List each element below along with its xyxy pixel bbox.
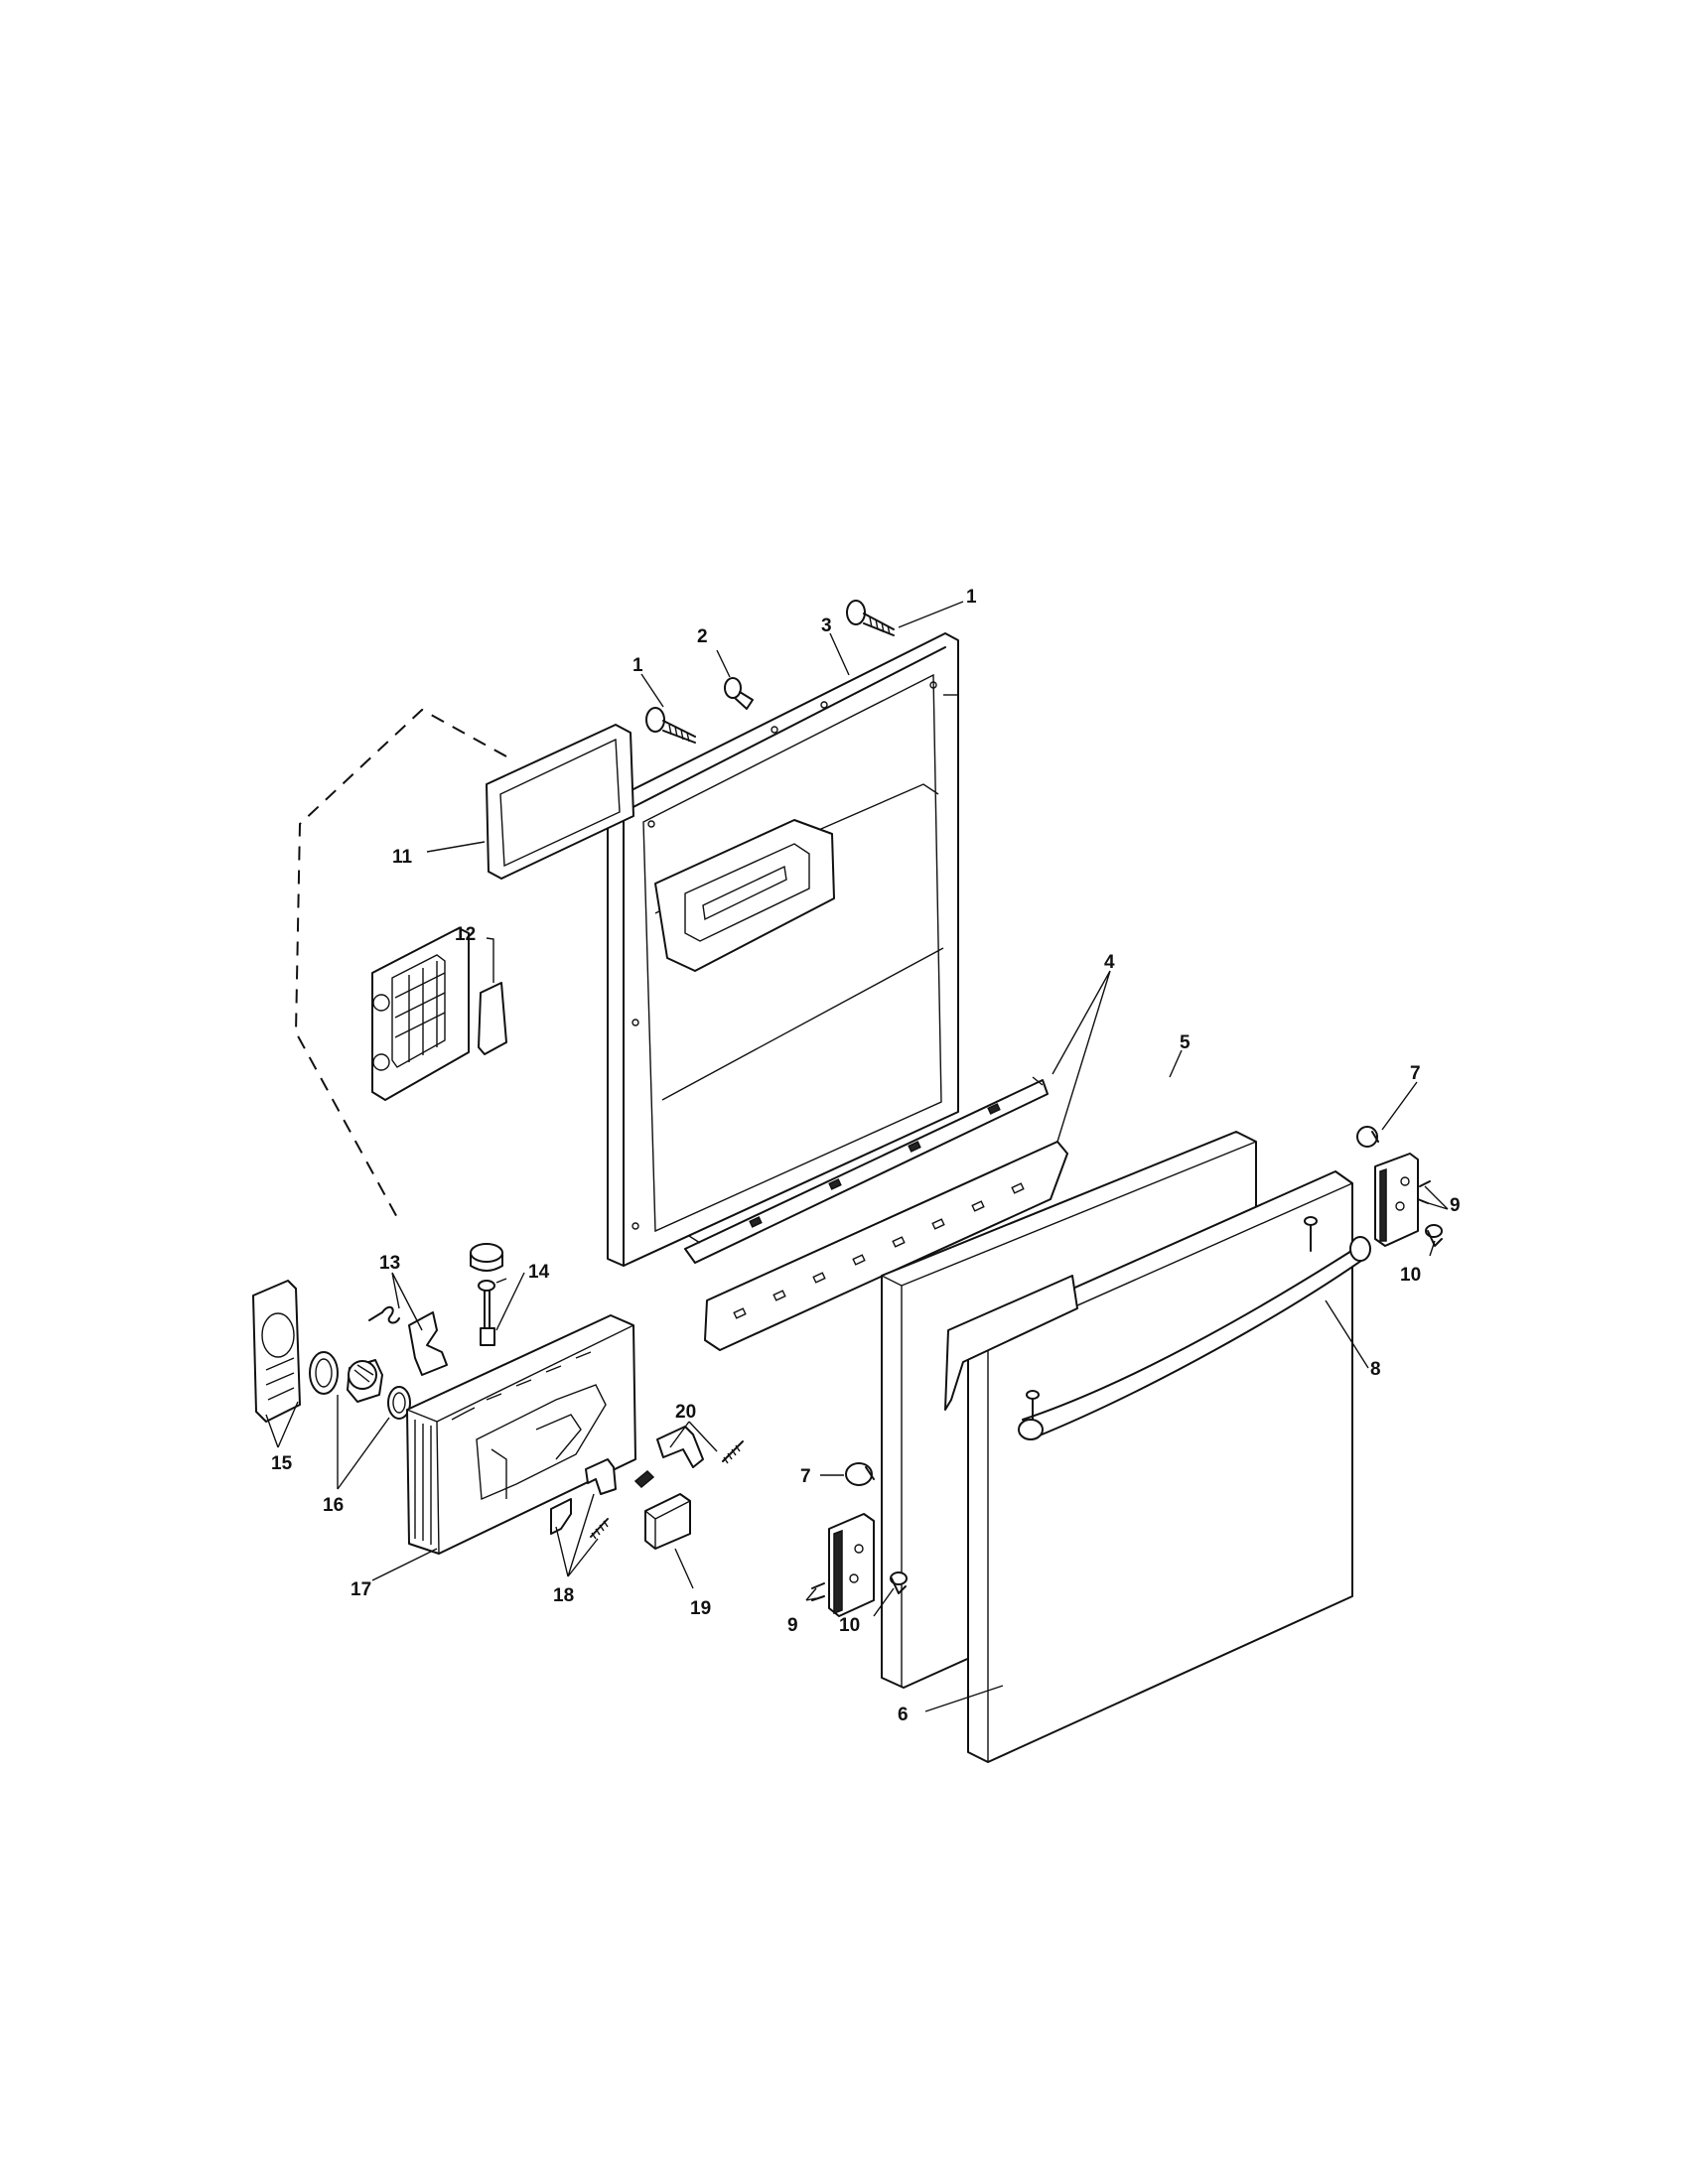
callout-1-left: 1: [632, 655, 643, 676]
compression-spring-b: [633, 1469, 655, 1489]
solenoid: [644, 1493, 691, 1550]
assembly-dashed-line: [294, 708, 507, 1222]
float-plunger: [470, 1243, 503, 1346]
callout-20: 20: [675, 1402, 696, 1423]
dispenser-assembly: [406, 1314, 636, 1555]
callout-7-left: 7: [800, 1466, 811, 1487]
dispenser-seal: [486, 724, 634, 880]
bumper-left: [845, 1462, 875, 1486]
callout-9-left: 9: [787, 1615, 798, 1636]
latch-spring-20: [722, 1440, 744, 1464]
latch-lever: [408, 1311, 448, 1376]
callout-15: 15: [271, 1453, 293, 1474]
callout-11: 11: [392, 847, 413, 868]
rinse-aid-cover: [371, 927, 470, 1101]
screw-top-left: [645, 707, 696, 744]
latch-hook: [656, 1426, 704, 1468]
callout-1-top-right: 1: [966, 587, 977, 608]
o-ring: [387, 1386, 411, 1420]
screw-top-right: [846, 600, 895, 636]
door-handle: [1018, 1216, 1371, 1440]
callout-4: 4: [1104, 952, 1115, 973]
callout-3: 3: [821, 615, 832, 636]
hinge-bracket-right: [1374, 1153, 1431, 1247]
bumper-top-right: [1356, 1126, 1379, 1148]
hinge-bracket-left: [811, 1513, 875, 1617]
callout-18: 18: [553, 1585, 574, 1606]
callout-8: 8: [1370, 1359, 1381, 1380]
callout-7-top: 7: [1410, 1063, 1421, 1084]
inner-door-liner: [607, 632, 959, 1267]
dispenser-cap: [347, 1359, 383, 1403]
callout-10-left: 10: [839, 1615, 860, 1636]
latch-spring: [368, 1305, 400, 1324]
rinse-aid-lid: [478, 982, 507, 1055]
callout-13: 13: [379, 1253, 400, 1274]
callout-labels: 1 3 2 1 11 12 4 5 7 9 10 13 14 8 20 15 7…: [271, 587, 1461, 1725]
actuator-lever-b: [585, 1458, 617, 1495]
callout-14: 14: [528, 1262, 550, 1283]
callout-19: 19: [690, 1598, 711, 1619]
callout-5: 5: [1180, 1032, 1191, 1053]
dispenser-opening: [654, 819, 835, 972]
lower-trim-strip: [684, 1076, 1068, 1351]
callout-10-right: 10: [1400, 1265, 1421, 1286]
gasket-ring: [309, 1351, 339, 1395]
callout-2: 2: [697, 626, 708, 647]
hinge-pin-right: [1425, 1224, 1443, 1247]
compression-spring-a: [590, 1518, 609, 1540]
callout-16: 16: [323, 1495, 344, 1516]
callout-17: 17: [351, 1579, 371, 1600]
dispenser-front-cover: [252, 1280, 301, 1423]
callout-12: 12: [455, 924, 476, 945]
leader-lines: [265, 601, 1449, 1712]
callout-6: 6: [898, 1705, 909, 1725]
actuator-lever-a: [550, 1498, 572, 1535]
small-screw: [724, 677, 754, 710]
callout-9-right: 9: [1450, 1195, 1461, 1216]
hinge-pin-left: [890, 1571, 908, 1594]
